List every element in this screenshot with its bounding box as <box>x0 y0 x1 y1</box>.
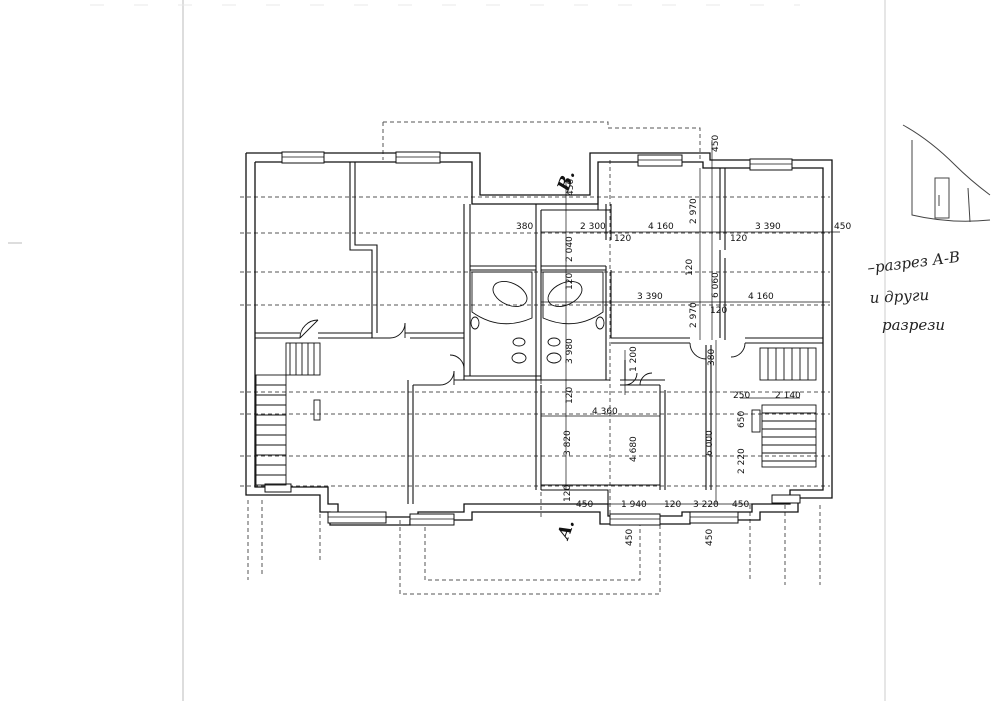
dim-120-f: 120 <box>565 387 575 404</box>
dim-6000: 6 000 <box>705 430 715 456</box>
dim-4160-b: 4 160 <box>748 292 774 302</box>
dim-120-e: 120 <box>565 273 575 290</box>
dim-120-h: 120 <box>664 500 681 510</box>
dim-3820: 3 820 <box>563 430 573 456</box>
dim-650: 650 <box>737 411 747 428</box>
dim-3980: 3 980 <box>565 338 575 364</box>
dim-6060: 6 060 <box>711 272 721 298</box>
dim-450-r: 450 <box>834 222 851 232</box>
bathtub-right <box>542 271 604 325</box>
dim-120-c: 120 <box>685 259 695 276</box>
door-swings <box>299 319 746 386</box>
stair-right <box>751 347 817 468</box>
dim-450-e: 450 <box>625 529 635 546</box>
dim-450-b: 450 <box>566 179 576 196</box>
bathtub-left <box>471 271 533 325</box>
dim-1200: 1 200 <box>629 346 639 372</box>
dim-3390-b: 3 390 <box>637 292 663 302</box>
dim-450-f: 450 <box>705 529 715 546</box>
note-line-3: разрези <box>882 316 945 334</box>
dim-250: 250 <box>733 391 750 401</box>
dim-2970-b: 2 970 <box>689 302 699 328</box>
dashed-outline <box>240 121 830 595</box>
dim-2140: 2 140 <box>775 391 801 401</box>
dim-450-top: 450 <box>711 135 721 152</box>
dim-120-b: 120 <box>730 234 747 244</box>
interior-walls <box>255 162 823 504</box>
dim-120-a: 120 <box>614 234 631 244</box>
dimension-labels: 450 450 380 2 300 120 2 040 4 160 2 970 … <box>516 135 851 546</box>
dim-4360: 4 360 <box>592 407 618 417</box>
dim-2040: 2 040 <box>565 236 575 262</box>
dim-2300: 2 300 <box>580 222 606 232</box>
dim-4680: 4 680 <box>629 436 639 462</box>
window-glass-lines <box>282 156 792 520</box>
dim-3220: 3 220 <box>693 500 719 510</box>
dim-380-b: 380 <box>707 349 717 366</box>
dim-450-d: 450 <box>732 500 749 510</box>
house-sketch <box>902 124 991 223</box>
note-line-2: и други <box>869 286 929 307</box>
dim-450-c: 450 <box>576 500 593 510</box>
dimension-lines <box>541 140 840 505</box>
dim-2970-a: 2 970 <box>689 198 699 224</box>
sinks-toilets <box>470 316 605 364</box>
stair-left <box>255 342 321 486</box>
windows <box>264 151 801 526</box>
axis-label-a: A. <box>553 517 579 544</box>
dim-120-d: 120 <box>710 306 727 316</box>
dim-120-g: 120 <box>563 485 573 502</box>
dim-4160-a: 4 160 <box>648 222 674 232</box>
dim-1940: 1 940 <box>621 500 647 510</box>
note-line-1: –разрез А-В <box>866 248 961 277</box>
dim-3390-a: 3 390 <box>755 222 781 232</box>
dim-380-a: 380 <box>516 222 533 232</box>
dim-2220: 2 220 <box>737 448 747 474</box>
